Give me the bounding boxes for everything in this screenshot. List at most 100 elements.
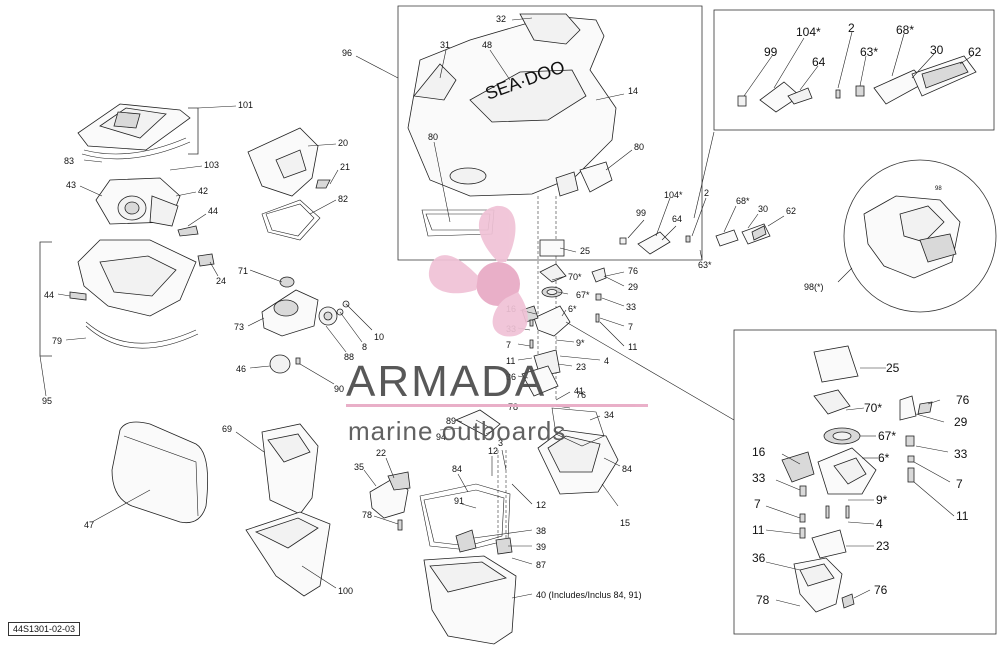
label-80b: 80	[634, 142, 644, 152]
label-34: 34	[604, 410, 614, 420]
label-87: 87	[536, 560, 546, 570]
label-48: 48	[482, 40, 492, 50]
label-29: 29	[628, 282, 638, 292]
label-83: 83	[64, 156, 74, 166]
inset-frame-top	[713, 9, 995, 131]
label-d7b: 7	[754, 497, 761, 511]
label-33a: 33	[626, 302, 636, 312]
label-d29: 29	[954, 415, 968, 429]
clip-38	[455, 529, 477, 553]
label-84a: 84	[452, 464, 462, 474]
label-t64: 64	[812, 55, 826, 69]
tray-15	[537, 407, 619, 495]
label-46: 46	[236, 364, 246, 374]
watermark-brand: ARMADA	[346, 357, 546, 406]
label-11a: 11	[628, 342, 637, 352]
label-101: 101	[238, 100, 253, 110]
detail-inset-labels: 25 76 70* 29 67* 33 16 6* 33 7 9* 7 11 4…	[752, 361, 970, 607]
module-98	[863, 195, 961, 279]
label-91: 91	[454, 496, 464, 506]
label-32: 32	[496, 14, 506, 24]
bracket-101	[188, 107, 199, 155]
label-m64: 64	[672, 214, 682, 224]
label-d70: 70*	[864, 401, 882, 415]
label-89: 89	[446, 416, 456, 426]
label-t99: 99	[764, 45, 778, 59]
label-11b: 11	[506, 356, 515, 366]
label-7a: 7	[628, 322, 633, 332]
label-d76: 76	[956, 393, 970, 407]
label-103: 103	[204, 160, 219, 170]
bracket-small	[197, 253, 215, 267]
inset-frame-detail	[733, 329, 997, 635]
label-t30: 30	[930, 43, 944, 57]
label-44b: 44	[44, 290, 54, 300]
label-m68: 68*	[736, 196, 750, 206]
storage-bin-20	[247, 127, 331, 241]
latch-detail	[781, 345, 933, 613]
label-67: 67*	[576, 290, 590, 300]
label-69: 69	[222, 424, 232, 434]
cap-46	[269, 354, 291, 374]
label-71: 71	[238, 266, 248, 276]
label-d16: 16	[752, 445, 766, 459]
small-seal	[69, 291, 87, 301]
label-20: 20	[338, 138, 348, 148]
label-25: 25	[580, 246, 590, 256]
deck-panel: SEA·DOO	[407, 13, 617, 197]
top-inset-labels: 99 104* 64 2 63* 68* 30 62	[764, 21, 982, 69]
label-d78: 78	[756, 593, 770, 607]
label-d67: 67*	[878, 429, 896, 443]
label-9: 9*	[576, 338, 585, 348]
label-38: 38	[536, 526, 546, 536]
label-47: 47	[84, 520, 94, 530]
label-14: 14	[628, 86, 638, 96]
detail-circle-98	[843, 159, 997, 313]
label-d33: 33	[954, 447, 968, 461]
label-t68: 68*	[896, 23, 914, 37]
label-12a: 12	[488, 446, 498, 456]
air-filter-housing	[95, 177, 181, 227]
label-70: 70*	[568, 272, 582, 282]
latch-mechanism	[521, 239, 607, 397]
label-t63: 63*	[860, 45, 878, 59]
label-t62: 62	[968, 45, 982, 59]
label-42: 42	[198, 186, 208, 196]
label-95: 95	[42, 396, 52, 406]
label-t2: 2	[848, 21, 855, 35]
label-84b: 84	[622, 464, 632, 474]
label-3: 3	[498, 438, 503, 448]
label-22: 22	[376, 448, 386, 458]
label-d11b: 11	[752, 523, 765, 537]
label-35: 35	[354, 462, 364, 472]
label-d33b: 33	[752, 471, 766, 485]
trim-80b	[579, 161, 613, 193]
fastener-90	[295, 357, 301, 365]
watermark-tagline: marine outboards	[348, 416, 566, 446]
label-79: 79	[52, 336, 62, 346]
lower-air-box	[77, 239, 199, 349]
label-40: 40 (Includes/Inclus 84, 91)	[536, 590, 642, 600]
label-44a: 44	[208, 206, 218, 216]
label-12b: 12	[536, 500, 546, 510]
label-39: 39	[536, 542, 546, 552]
label-82: 82	[338, 194, 348, 204]
label-d23: 23	[876, 539, 890, 553]
label-31: 31	[440, 40, 450, 50]
label-4: 4	[604, 356, 609, 366]
label-d4: 4	[876, 517, 883, 531]
label-d25: 25	[886, 361, 900, 375]
label-90: 90	[334, 384, 344, 394]
label-d7: 7	[956, 477, 963, 491]
label-t104: 104*	[796, 25, 821, 39]
label-m30: 30	[758, 204, 768, 214]
label-80a: 80	[428, 132, 438, 142]
label-d76b: 76	[874, 583, 888, 597]
label-10: 10	[374, 332, 384, 342]
label-m2: 2	[704, 188, 709, 198]
label-36: 36	[506, 372, 516, 382]
air-box-lid-assembly	[77, 103, 191, 160]
label-98-small: 98	[935, 186, 942, 192]
label-d11: 11	[956, 509, 969, 523]
